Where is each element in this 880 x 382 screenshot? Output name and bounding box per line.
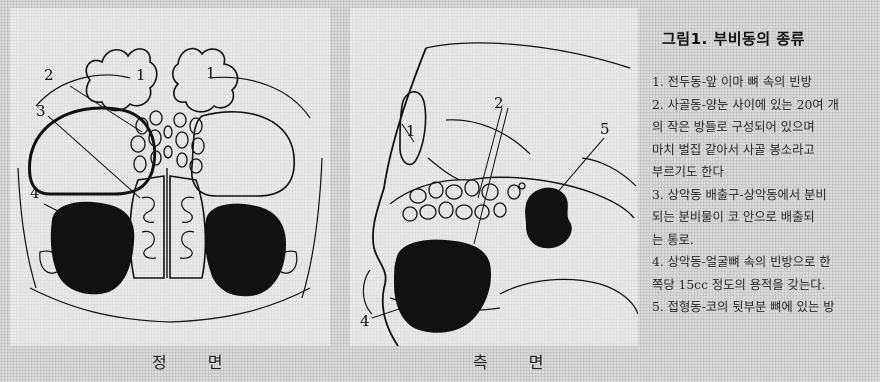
- front-view-diagram: 1 1 2 3 4: [10, 8, 330, 346]
- maxillary-sinus-left: [51, 202, 134, 295]
- nasal-cavity-right: [170, 176, 205, 278]
- label-sphenoid: 5: [600, 120, 610, 138]
- frontal-sinus-left: [86, 49, 157, 111]
- legend-line: 3. 상악동 배출구-상악동에서 분비: [664, 184, 874, 207]
- label-ethmoid: 2: [494, 94, 504, 112]
- legend-line: 의 작은 방들로 구성되어 있으며: [664, 116, 874, 139]
- legend-line: 는 통로.: [664, 229, 874, 252]
- legend-line: 4. 상악동-얼굴뼈 속의 빈방으로 한: [664, 251, 874, 274]
- legend-line: 마치 벌집 같아서 사골 봉소라고: [664, 139, 874, 162]
- label-ostium: 3: [36, 102, 46, 120]
- legend-item-ostium: 3. 상악동 배출구-상악동에서 분비 되는 분비물이 코 안으로 배출되 는 …: [648, 184, 874, 252]
- legend-list: 1. 전두동-앞 이마 뼈 속의 빈방 2. 사골동-양눈 사이에 있는 20여…: [648, 71, 874, 319]
- legend-line: 되는 분비물이 코 안으로 배출되: [664, 206, 874, 229]
- label-maxillary: 4: [30, 184, 40, 202]
- orbit-right: [192, 112, 294, 196]
- sphenoid-sinus: [525, 188, 572, 249]
- side-view-caption: 측 면: [473, 349, 562, 373]
- legend-item-frontal: 1. 전두동-앞 이마 뼈 속의 빈방: [648, 71, 874, 94]
- ethmoid-cells: [403, 180, 525, 221]
- maxillary-sinus-right: [205, 204, 286, 297]
- legend: 그림1. 부비동의 종류 1. 전두동-앞 이마 뼈 속의 빈방 2. 사골동-…: [648, 28, 874, 319]
- label-frontal-right: 1: [206, 64, 216, 82]
- front-view-caption: 정 면: [152, 349, 241, 373]
- legend-item-sphenoid: 5. 접형동-코의 뒷부분 뼈에 있는 방: [648, 296, 874, 319]
- legend-line: 2. 사골동-양눈 사이에 있는 20여 개: [664, 94, 874, 117]
- legend-line: 5. 접형동-코의 뒷부분 뼈에 있는 방: [664, 296, 874, 319]
- maxillary-sinus: [394, 240, 491, 333]
- label-ethmoid: 2: [44, 66, 54, 84]
- nasal-cavity-left: [130, 176, 164, 278]
- legend-item-maxillary: 4. 상악동-얼굴뼈 속의 빈방으로 한 쪽당 15cc 정도의 용적을 갖는다…: [648, 251, 874, 296]
- legend-line: 부르기도 한다: [664, 161, 874, 184]
- label-frontal-left: 1: [136, 66, 146, 84]
- legend-line: 쪽당 15cc 정도의 용적을 갖는다.: [664, 274, 874, 297]
- side-view-panel: 1 2 5 4: [350, 8, 638, 346]
- legend-line: 1. 전두동-앞 이마 뼈 속의 빈방: [664, 71, 874, 94]
- front-view-panel: 1 1 2 3 4: [10, 8, 330, 346]
- side-view-diagram: 1 2 5 4: [350, 8, 638, 346]
- label-frontal: 1: [406, 122, 416, 140]
- legend-item-ethmoid: 2. 사골동-양눈 사이에 있는 20여 개 의 작은 방들로 구성되어 있으며…: [648, 94, 874, 184]
- legend-title: 그림1. 부비동의 종류: [662, 28, 874, 49]
- label-maxillary: 4: [360, 312, 370, 330]
